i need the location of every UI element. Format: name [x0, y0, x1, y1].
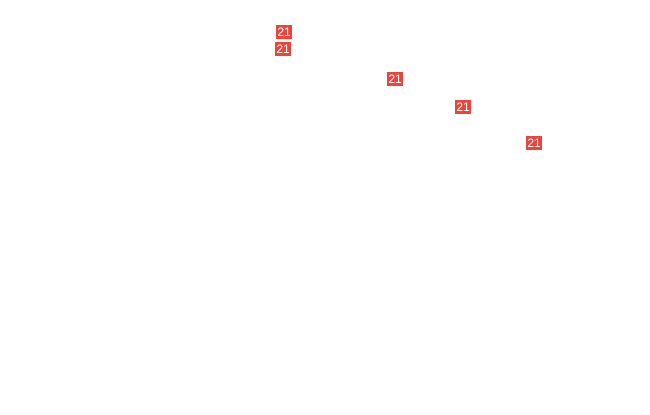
- marker-badge[interactable]: 21: [275, 42, 291, 56]
- marker-badge[interactable]: 21: [387, 72, 403, 86]
- marker-badge[interactable]: 21: [455, 100, 471, 114]
- marker-badge[interactable]: 21: [526, 136, 542, 150]
- marker-badge[interactable]: 21: [276, 25, 292, 39]
